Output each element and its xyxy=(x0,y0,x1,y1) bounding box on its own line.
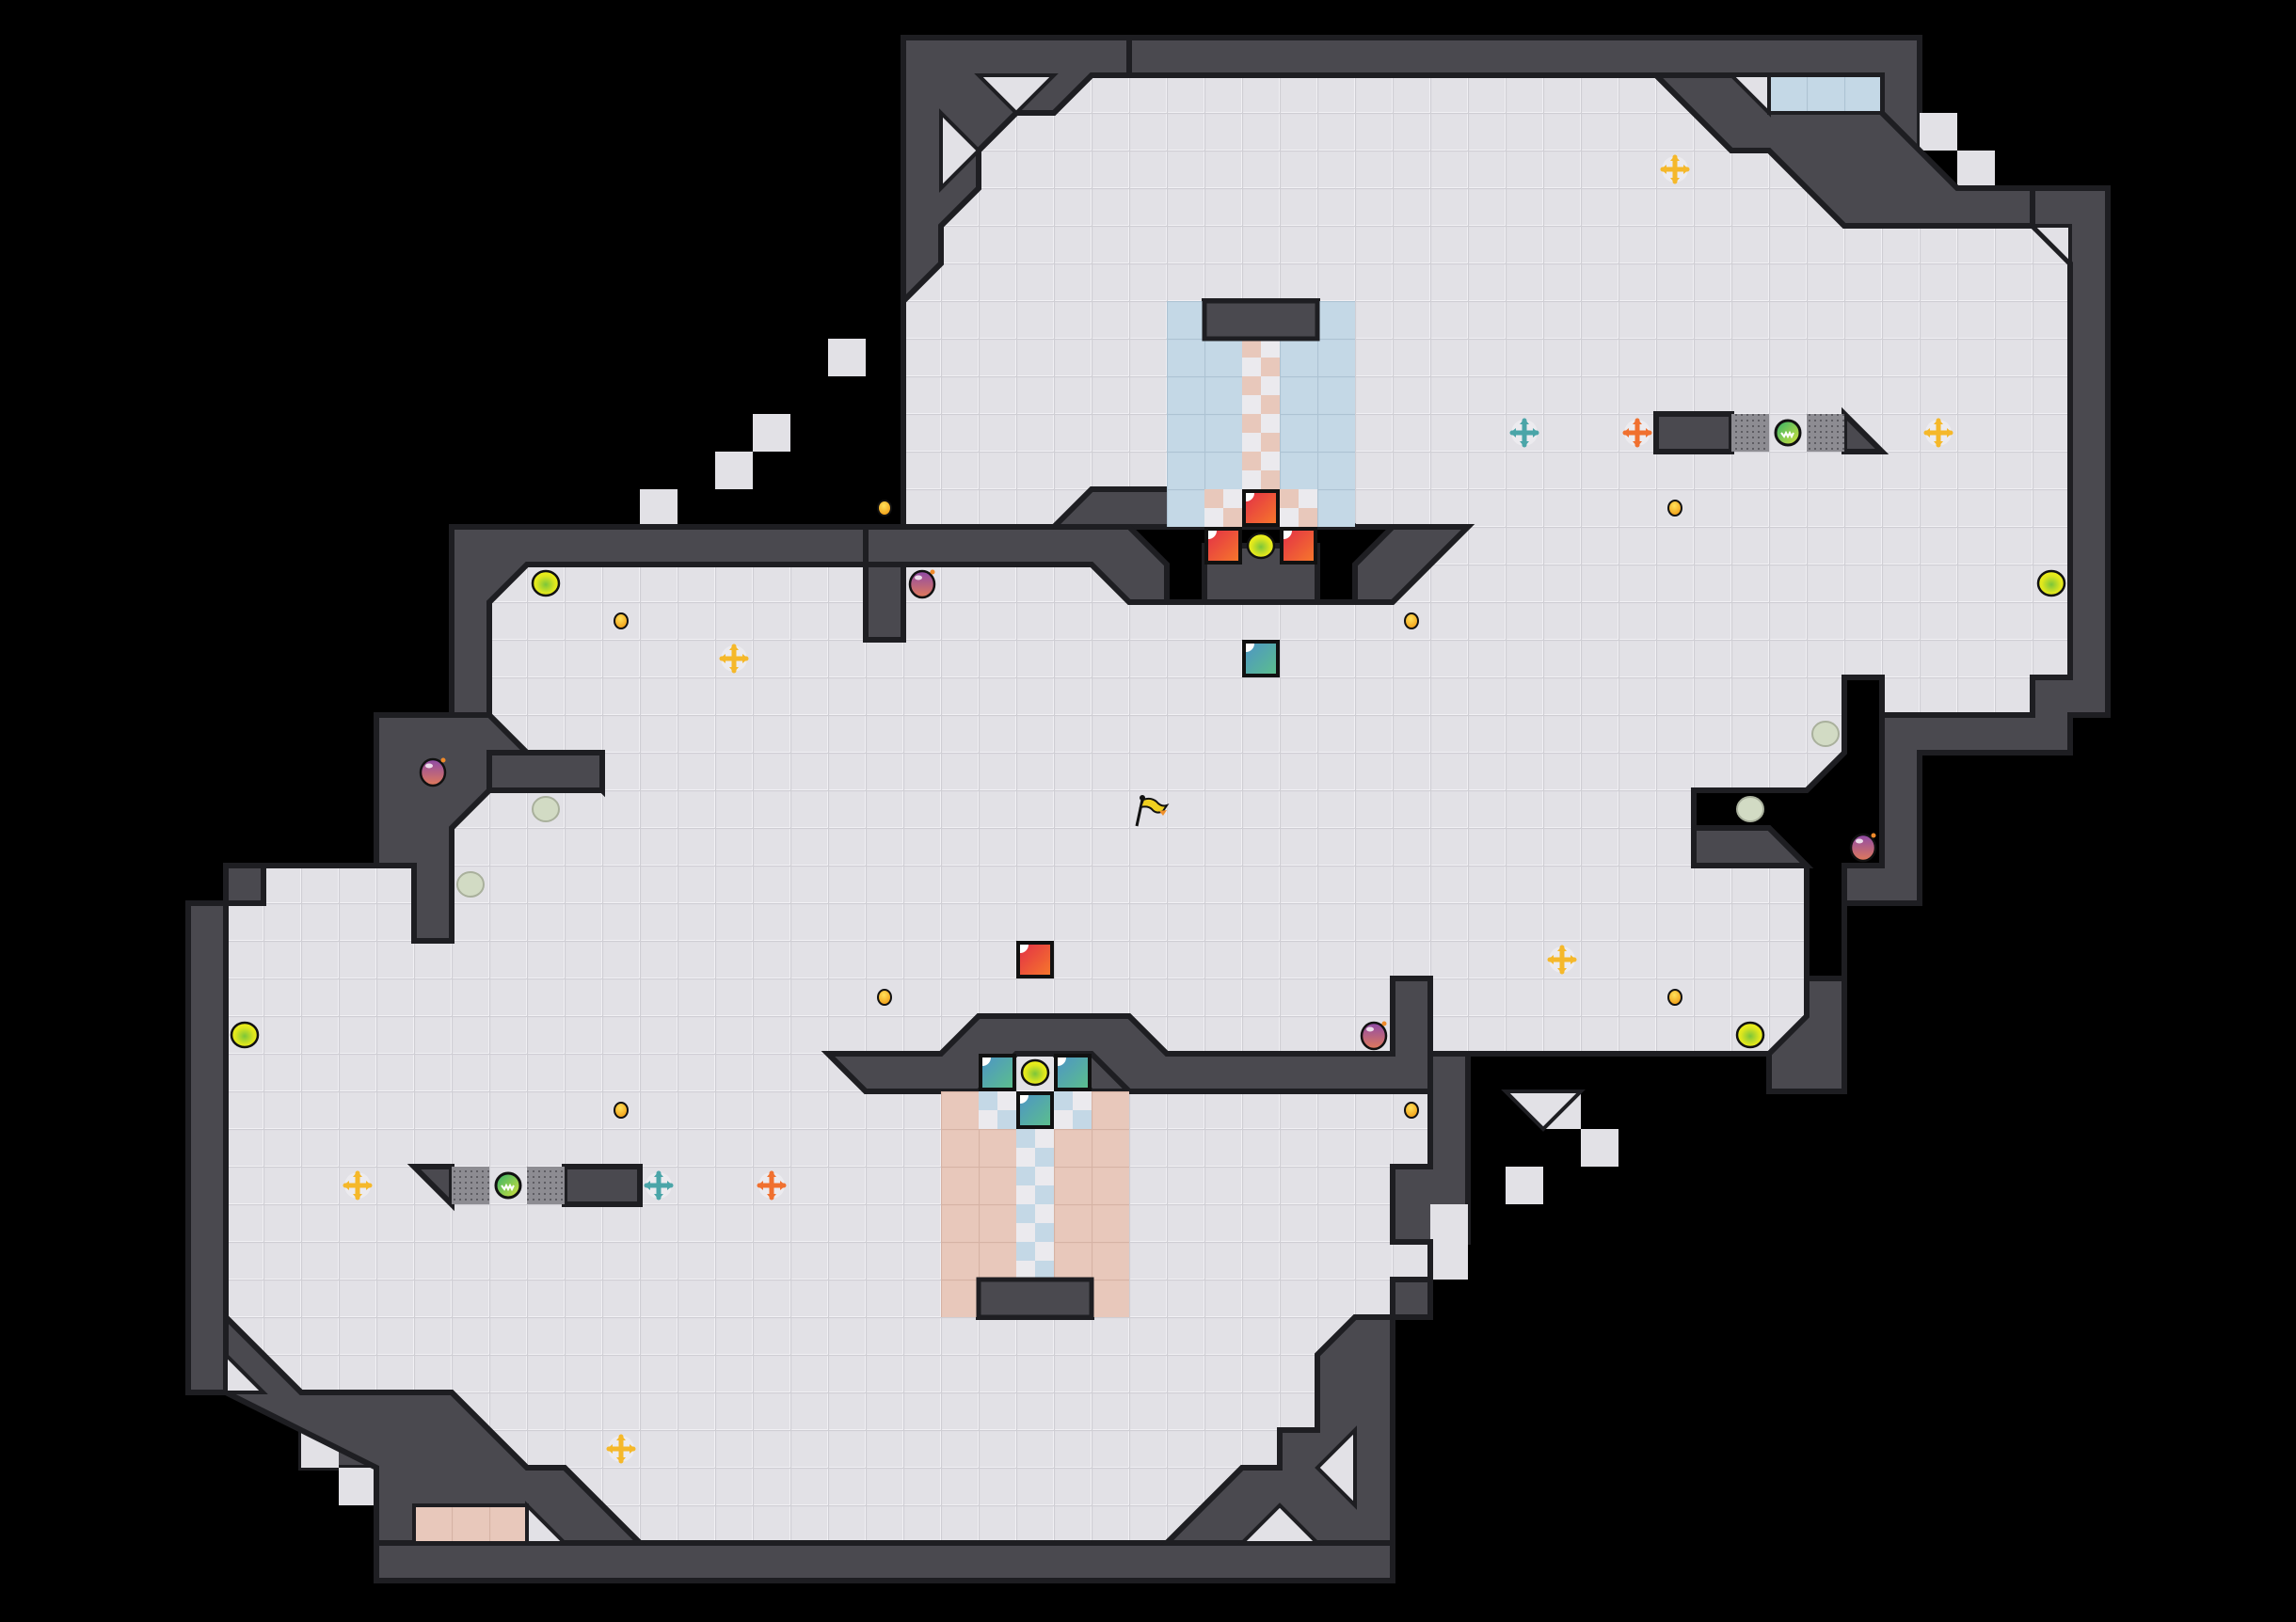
launcher-icon[interactable] xyxy=(494,1171,522,1200)
energy-orb-icon[interactable] xyxy=(1735,1021,1765,1049)
grate-tile xyxy=(527,1167,565,1204)
grate-tile xyxy=(452,1167,489,1204)
floor-upper-room xyxy=(223,72,2073,1546)
pushable-block-icon[interactable] xyxy=(1016,941,1054,978)
coin-icon[interactable] xyxy=(877,989,892,1006)
inset-peach-strip xyxy=(412,1503,529,1545)
energy-orb-icon[interactable] xyxy=(1246,532,1276,560)
pushable-block-icon[interactable] xyxy=(1242,640,1280,677)
move-arrows-icon[interactable] xyxy=(719,644,749,674)
zone-blue-blocker xyxy=(1202,298,1320,342)
inset-blue-strip xyxy=(1767,73,1884,115)
wall-right-ledge xyxy=(1691,825,1814,868)
coin-icon[interactable] xyxy=(877,500,892,517)
move-arrows-icon[interactable] xyxy=(757,1170,787,1201)
energy-orb-icon[interactable] xyxy=(230,1021,260,1049)
inset-tri-nw2 xyxy=(939,108,981,193)
move-arrows-icon[interactable] xyxy=(1509,418,1539,448)
energy-orb-icon[interactable] xyxy=(531,569,561,597)
coin-icon[interactable] xyxy=(614,1102,629,1119)
pressure-plate-icon xyxy=(1811,721,1840,747)
outer-steps xyxy=(301,113,1995,1505)
pushable-block-icon[interactable] xyxy=(1242,489,1280,527)
bomb-icon[interactable] xyxy=(419,757,447,787)
pushable-block-icon[interactable] xyxy=(1054,1054,1092,1091)
move-arrows-icon[interactable] xyxy=(1660,154,1690,184)
inset-tri-ne xyxy=(2028,224,2072,268)
coin-icon[interactable] xyxy=(1404,1102,1419,1119)
inset-tri-mid xyxy=(1501,1089,1586,1132)
wall-corner-sw xyxy=(223,1310,647,1546)
flag-icon[interactable] xyxy=(1135,795,1170,827)
zone-peach-blocker xyxy=(976,1277,1094,1320)
wall-left-ledge xyxy=(486,750,605,793)
coin-icon[interactable] xyxy=(1404,612,1419,629)
pressure-plate-icon xyxy=(1736,796,1764,822)
pushable-block-icon[interactable] xyxy=(1280,527,1317,565)
zone-peach-lane xyxy=(1016,1129,1054,1280)
insets xyxy=(224,73,2072,1545)
move-arrows-icon[interactable] xyxy=(1547,945,1577,975)
energy-orb-icon[interactable] xyxy=(2036,569,2066,597)
coin-icon[interactable] xyxy=(614,612,629,629)
bomb-icon[interactable] xyxy=(1360,1021,1388,1051)
move-arrows-icon[interactable] xyxy=(1622,418,1652,448)
coin-icon[interactable] xyxy=(1667,500,1682,517)
entities xyxy=(230,154,2066,1464)
rail-wall-lower xyxy=(562,1164,643,1207)
pushable-block-icon[interactable] xyxy=(1204,527,1242,565)
move-arrows-icon[interactable] xyxy=(1923,418,1953,448)
bomb-icon[interactable] xyxy=(908,569,936,599)
rail-wall-upper xyxy=(1653,411,1734,454)
inset-tri-sw xyxy=(224,1350,268,1394)
launcher-icon[interactable] xyxy=(1774,419,1802,447)
inset-tri-nw1 xyxy=(974,73,1059,116)
coin-icon[interactable] xyxy=(1667,989,1682,1006)
inset-tri-se2 xyxy=(1237,1503,1322,1545)
launcher-rails xyxy=(452,414,1844,1204)
pressure-plate-icon xyxy=(532,796,560,822)
pressure-plate-icon xyxy=(456,871,485,898)
energy-orb-icon[interactable] xyxy=(1020,1058,1050,1087)
move-arrows-icon[interactable] xyxy=(343,1170,373,1201)
wall-divider-upper xyxy=(449,524,906,718)
move-arrows-icon[interactable] xyxy=(606,1434,636,1464)
move-arrows-icon[interactable] xyxy=(644,1170,674,1201)
pushable-block-icon[interactable] xyxy=(1016,1091,1054,1129)
pushable-block-icon[interactable] xyxy=(979,1054,1016,1091)
grate-tile xyxy=(1807,414,1844,452)
zone-blue-lane xyxy=(1242,339,1280,489)
floors xyxy=(223,72,2073,1546)
grate-tile xyxy=(1731,414,1769,452)
bomb-icon[interactable] xyxy=(1849,833,1877,863)
inset-tri-se1 xyxy=(1315,1425,1357,1510)
inset-blue-ramp xyxy=(1727,73,1771,118)
inset-peach-ramp xyxy=(525,1501,569,1545)
wall-corner-nw xyxy=(901,35,1132,309)
